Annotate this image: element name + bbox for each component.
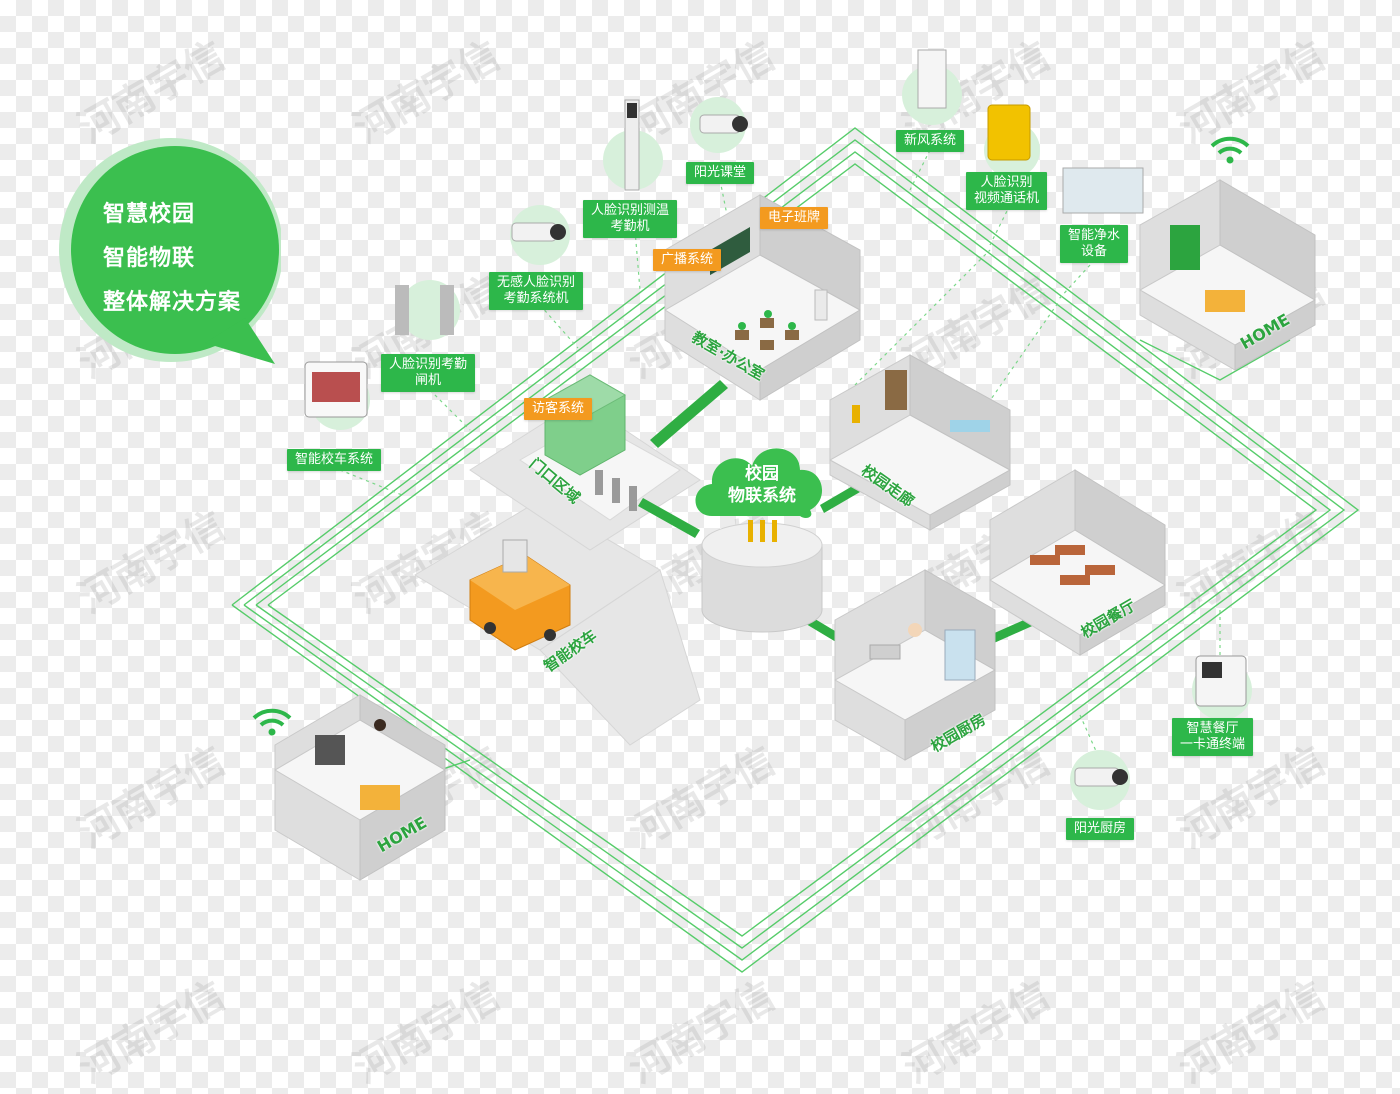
label-water: 智能净水 设备 [1060,225,1129,263]
headline-line1: 智慧校园 [103,202,196,227]
headline-line3: 整体解决方案 [103,290,242,315]
hub-cylinder [701,520,823,633]
headline-bubble [59,138,281,364]
wifi-icon [252,708,292,736]
room-canteen [989,469,1166,656]
headline-line2: 智能物联 [103,246,196,271]
room-corridor [828,354,1012,531]
room-kitchen [833,569,997,761]
label-face-video-phone: 人脸识别 视频通话机 [966,172,1048,210]
home-bottom-room [274,694,446,881]
label-face-temp: 人脸识别测温 考勤机 [583,200,678,238]
label-sunshine-kitchen: 阳光厨房 [1066,818,1135,840]
school-bus [469,539,571,651]
label-gate: 人脸识别考勤 闸机 [381,354,476,392]
label-silent-face: 无感人脸识别 考勤系统机 [489,272,584,310]
network-lines [231,127,1360,973]
label-canteen-terminal: 智慧餐厅 一卡通终端 [1172,718,1254,756]
label-visitor: 访客系统 [524,398,593,420]
hub-cloud [695,448,823,518]
wifi-icon [1210,136,1250,164]
label-fresh-air: 新风系统 [896,130,965,152]
label-broadcast: 广播系统 [653,249,722,271]
home-top-room [1138,179,1317,371]
hub-label: 校园 物联系统 [728,464,796,506]
label-e-class-board: 电子班牌 [760,207,829,229]
device-icons [304,49,1252,810]
label-sunshine-class: 阳光课堂 [686,162,755,184]
label-school-bus-system: 智能校车系统 [287,449,382,471]
